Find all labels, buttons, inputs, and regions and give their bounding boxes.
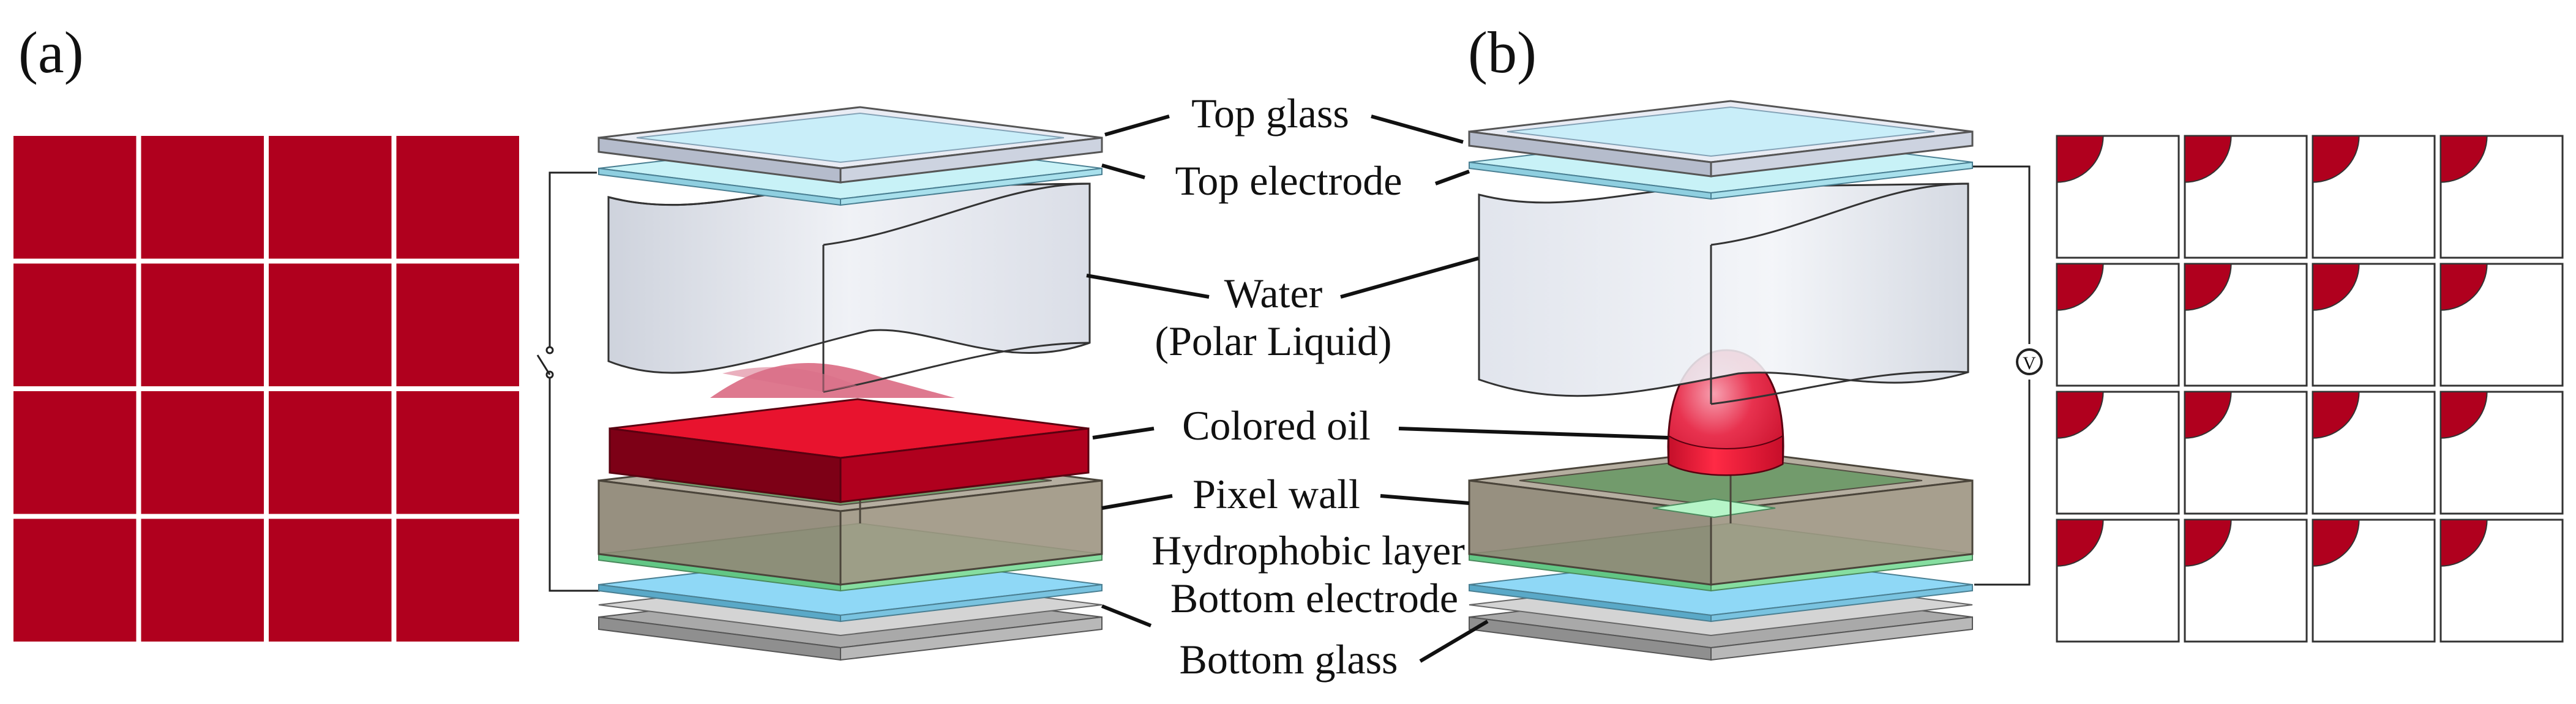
label-colored-oil: Colored oil	[1182, 402, 1371, 449]
pixel-off-r1-c2	[269, 263, 392, 386]
pixel-off-r3-c2	[269, 519, 392, 642]
stack-b: V	[1468, 100, 2043, 661]
leader-pixel-wall-left	[1101, 494, 1173, 510]
pixel-on-r1-c3	[2439, 263, 2564, 387]
voltmeter-icon: V	[2016, 348, 2043, 375]
leader-pixel-wall-right	[1380, 494, 1470, 505]
top-glass-b	[1468, 100, 1974, 178]
pixel-off-r0-c2	[269, 136, 392, 259]
callout-labels: Top glass Top electrode Water (Polar Liq…	[1151, 90, 1465, 683]
oil-droplet-quarter	[2056, 263, 2104, 311]
pixel-off-r1-c0	[13, 263, 137, 386]
oil-droplet-quarter	[2184, 519, 2232, 567]
water-block-a	[607, 182, 1091, 393]
label-hydrophobic-layer: Hydrophobic layer	[1151, 527, 1465, 574]
pixel-off-r1-c3	[396, 263, 519, 386]
pixel-on-r0-c1	[2184, 135, 2308, 259]
wire-b-bottom	[1974, 380, 2031, 586]
oil-droplet-quarter	[2312, 135, 2360, 183]
label-top-electrode: Top electrode	[1175, 157, 1402, 204]
top-glass-a	[597, 106, 1103, 184]
leader-lines	[1086, 114, 1669, 663]
pixel-on-r1-c0	[2056, 263, 2180, 387]
water-block-b	[1478, 182, 1969, 405]
oil-droplet-quarter	[2440, 519, 2488, 567]
pixel-on-r3-c3	[2439, 519, 2564, 643]
wire-a-top	[549, 171, 597, 348]
wire-b-top	[1970, 165, 2031, 344]
pixel-wall-b	[1468, 449, 1974, 586]
oil-droplet-quarter	[2056, 135, 2104, 183]
label-bottom-electrode: Bottom electrode	[1170, 575, 1458, 621]
pixel-on-r2-c1	[2184, 391, 2308, 515]
leader-top-electrode-right	[1434, 170, 1470, 185]
pixel-on-r3-c1	[2184, 519, 2308, 643]
leader-top-glass-right	[1371, 114, 1464, 144]
pixel-on-r0-c3	[2439, 135, 2564, 259]
pixel-off-r2-c3	[396, 391, 519, 514]
oil-droplet-quarter	[2056, 391, 2104, 439]
label-polar-liquid: (Polar Liquid)	[1155, 318, 1391, 364]
pixel-on-r3-c0	[2056, 519, 2180, 643]
pixel-on-r1-c1	[2184, 263, 2308, 387]
pixel-off-r2-c1	[141, 391, 264, 514]
pixel-off-r2-c0	[13, 391, 137, 514]
pixel-off-r0-c0	[13, 136, 137, 259]
panel-b-label: (b)	[1468, 20, 1537, 85]
wire-a-bottom	[549, 371, 600, 592]
label-top-glass: Top glass	[1191, 90, 1349, 137]
voltage-symbol: V	[2023, 353, 2036, 373]
pixel-on-r2-c0	[2056, 391, 2180, 515]
pixel-off-r3-c1	[141, 519, 264, 642]
pixel-off-r0-c1	[141, 136, 264, 259]
oil-droplet-quarter	[2440, 263, 2488, 311]
label-water: Water	[1224, 270, 1323, 316]
pixel-off-r0-c3	[396, 136, 519, 259]
pixel-grid-off-state	[13, 136, 519, 642]
pixel-on-r1-c2	[2312, 263, 2436, 387]
leader-water-right	[1340, 257, 1479, 299]
oil-droplet-quarter	[2312, 263, 2360, 311]
panel-a-label: (a)	[18, 20, 84, 85]
oil-droplet-quarter	[2312, 391, 2360, 439]
pixel-on-r0-c0	[2056, 135, 2180, 259]
leader-bottom-glass-right	[1419, 620, 1489, 663]
switch-icon	[536, 346, 554, 379]
leader-top-electrode-left	[1101, 163, 1145, 179]
pixel-off-r1-c1	[141, 263, 264, 386]
pixel-on-r2-c3	[2439, 391, 2564, 515]
oil-droplet-quarter	[2184, 263, 2232, 311]
oil-droplet-quarter	[2312, 519, 2360, 567]
oil-droplet-quarter	[2056, 519, 2104, 567]
oil-droplet-quarter	[2440, 391, 2488, 439]
pixel-off-r3-c0	[13, 519, 137, 642]
oil-droplet-quarter	[2184, 391, 2232, 439]
stack-a	[536, 106, 1103, 661]
pixel-grid-on-state	[2056, 135, 2564, 643]
label-bottom-glass: Bottom glass	[1179, 636, 1398, 683]
pixel-off-r3-c3	[396, 519, 519, 642]
pixel-off-r2-c2	[269, 391, 392, 514]
leader-oil-left	[1092, 427, 1155, 440]
label-pixel-wall: Pixel wall	[1193, 471, 1360, 517]
pixel-on-r2-c2	[2312, 391, 2436, 515]
leader-water-left	[1086, 274, 1210, 299]
pixel-on-r0-c2	[2312, 135, 2436, 259]
pixel-on-r3-c2	[2312, 519, 2436, 643]
leader-top-glass-left	[1104, 114, 1170, 137]
leader-bottom-glass-left	[1101, 604, 1152, 627]
leader-oil-right	[1398, 427, 1669, 440]
oil-droplet-quarter	[2184, 135, 2232, 183]
oil-droplet-quarter	[2440, 135, 2488, 183]
